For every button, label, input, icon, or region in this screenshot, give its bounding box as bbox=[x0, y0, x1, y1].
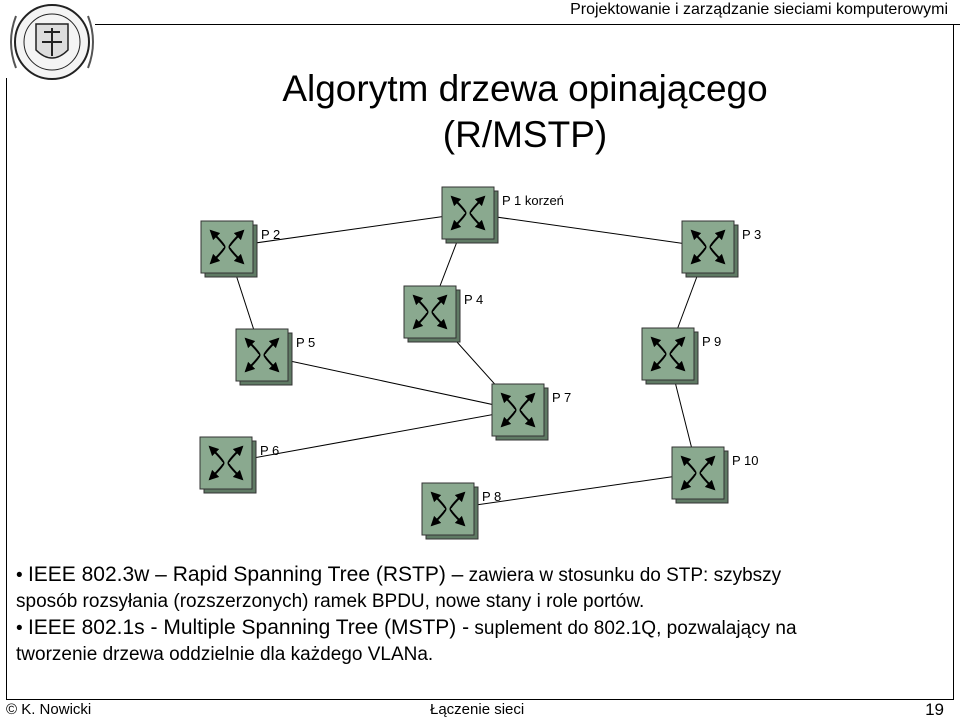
bullet-1-text: zawiera w stosunku do STP: szybszy bbox=[463, 565, 782, 586]
switch-arrows-icon bbox=[209, 229, 245, 265]
bullet-2-heading: IEEE 802.1s - Multiple Spanning Tree (MS… bbox=[27, 616, 470, 639]
header-title: Projektowanie i zarządzanie sieciami kom… bbox=[570, 1, 948, 18]
switch-label-p1: P 1 korzeń bbox=[502, 193, 564, 208]
switch-p2: P 2 bbox=[200, 220, 280, 278]
switch-arrows-icon bbox=[500, 392, 536, 428]
switch-arrows-icon bbox=[680, 455, 716, 491]
slide-title-line2: (R/MSTP) bbox=[442, 114, 608, 155]
switch-p7: P 7 bbox=[491, 383, 571, 441]
links-group bbox=[225, 212, 709, 510]
switch-arrows-icon bbox=[650, 336, 686, 372]
switch-p6: P 6 bbox=[199, 436, 279, 494]
switch-arrows-icon bbox=[430, 491, 466, 527]
switch-p3: P 3 bbox=[681, 220, 761, 278]
frame-right-line bbox=[953, 24, 954, 700]
frame-top-line bbox=[95, 24, 960, 25]
switch-p4: P 4 bbox=[403, 285, 483, 343]
switch-p8: P 8 bbox=[421, 482, 501, 540]
footer-author: © K. Nowicki bbox=[6, 701, 92, 718]
frame-left-line bbox=[6, 78, 7, 700]
frame-bottom-line bbox=[6, 699, 954, 700]
bullet-dot: • bbox=[16, 618, 28, 639]
link-p8-p10 bbox=[447, 472, 699, 510]
switch-label-p8: P 8 bbox=[482, 489, 501, 504]
link-p5-p7 bbox=[261, 354, 519, 411]
switch-p10: P 10 bbox=[671, 446, 759, 504]
switch-label-p7: P 7 bbox=[552, 390, 571, 405]
switch-arrows-icon bbox=[244, 337, 280, 373]
switch-label-p4: P 4 bbox=[464, 292, 483, 307]
university-logo bbox=[10, 4, 94, 80]
switch-arrows-icon bbox=[412, 294, 448, 330]
switch-arrows-icon bbox=[690, 229, 726, 265]
switch-label-p3: P 3 bbox=[742, 227, 761, 242]
bullet-2: • IEEE 802.1s - Multiple Spanning Tree (… bbox=[16, 615, 946, 642]
bullet-1-heading: IEEE 802.3w – Rapid Spanning Tree (RSTP)… bbox=[27, 563, 464, 586]
switch-label-p2: P 2 bbox=[261, 227, 280, 242]
switch-arrows-icon bbox=[450, 195, 486, 231]
switch-p5: P 5 bbox=[235, 328, 315, 386]
switch-p1: P 1 korzeń bbox=[441, 186, 564, 244]
bullet-1-line2: sposób rozsyłania (rozszerzonych) ramek … bbox=[16, 591, 645, 612]
link-p6-p7 bbox=[225, 409, 519, 464]
link-p1-p3 bbox=[467, 212, 709, 248]
slide-title: Algorytm drzewa opinającego (R/MSTP) bbox=[160, 66, 890, 158]
switch-label-p5: P 5 bbox=[296, 335, 315, 350]
bullet-1: • IEEE 802.3w – Rapid Spanning Tree (RST… bbox=[16, 562, 946, 589]
bullet-2-text: suplement do 802.1Q, pozwalający na bbox=[469, 618, 797, 639]
link-p1-p2 bbox=[226, 212, 469, 248]
switch-label-p10: P 10 bbox=[732, 453, 759, 468]
switch-label-p9: P 9 bbox=[702, 334, 721, 349]
slide-title-line1: Algorytm drzewa opinającego bbox=[282, 68, 768, 109]
bullet-dot: • bbox=[16, 565, 28, 586]
footer-topic: Łączenie sieci bbox=[430, 701, 525, 718]
switch-p9: P 9 bbox=[641, 327, 721, 385]
switch-arrows-icon bbox=[208, 445, 244, 481]
bullet-list: • IEEE 802.3w – Rapid Spanning Tree (RST… bbox=[16, 562, 946, 668]
switches-group: P 1 korzeń P 2 P 3 P 4 P 5 P 6 P 7 P 8 P 9 P 10 bbox=[199, 186, 761, 540]
page-number: 19 bbox=[925, 700, 944, 719]
switch-label-p6: P 6 bbox=[260, 443, 279, 458]
bullet-2-line2: tworzenie drzewa oddzielnie dla każdego … bbox=[16, 644, 434, 665]
